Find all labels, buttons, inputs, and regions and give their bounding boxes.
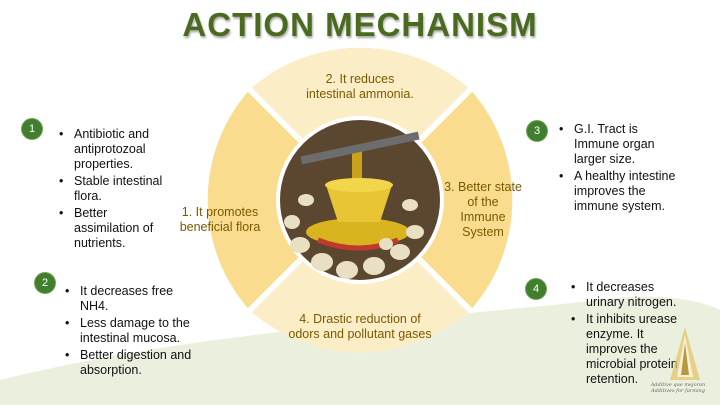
segment-top [251, 47, 469, 145]
segment-top-label: 2. It reduces intestinal ammonia. [306, 72, 414, 101]
segment-bottom [251, 255, 469, 353]
badge-4: 4 [525, 278, 547, 300]
panel-4-item: It decreases urinary nitrogen. [568, 280, 680, 310]
panel-1-item: Stable intestinal flora. [56, 174, 174, 204]
panel-2-item: Less damage to the intestinal mucosa. [62, 316, 192, 346]
panel-2-list: It decreases free NH4. Less damage to th… [62, 284, 192, 380]
segment-right [415, 91, 513, 309]
chicks [284, 194, 424, 279]
panel-1-item: Better assimilation of nutrients. [56, 206, 174, 251]
badge-1: 1 [21, 118, 43, 140]
panel-4-list: It decreases urinary nitrogen. It inhibi… [568, 280, 680, 389]
segment-left-label: 1. It promotes beneficial flora [179, 205, 261, 234]
segment-left [207, 91, 305, 309]
panel-1-list: Antibiotic and antiprotozoal properties.… [56, 127, 174, 253]
segment-bottom-label: 4. Drastic reduction of odors and pollut… [288, 312, 432, 341]
panel-4-item: It inhibits urease enzyme. It improves t… [568, 312, 680, 387]
panel-3-list: G.I. Tract is Immune organ larger size. … [556, 122, 676, 216]
panel-2-item: It decreases free NH4. [62, 284, 192, 314]
logo-text: Additive que mejoran Additives for farmi… [650, 382, 706, 394]
badge-2: 2 [34, 272, 56, 294]
panel-3-item: G.I. Tract is Immune organ larger size. [556, 122, 676, 167]
segment-right-label: 3. Better state of the Immune System [444, 180, 522, 239]
page-title: ACTION MECHANISM [182, 6, 538, 43]
panel-2-item: Better digestion and absorption. [62, 348, 192, 378]
panel-3-item: A healthy intestine improves the immune … [556, 169, 676, 214]
badge-3: 3 [526, 120, 548, 142]
spire-logo-icon [670, 327, 700, 380]
panel-1-item: Antibiotic and antiprotozoal properties. [56, 127, 174, 172]
feeder-hopper [326, 185, 392, 222]
